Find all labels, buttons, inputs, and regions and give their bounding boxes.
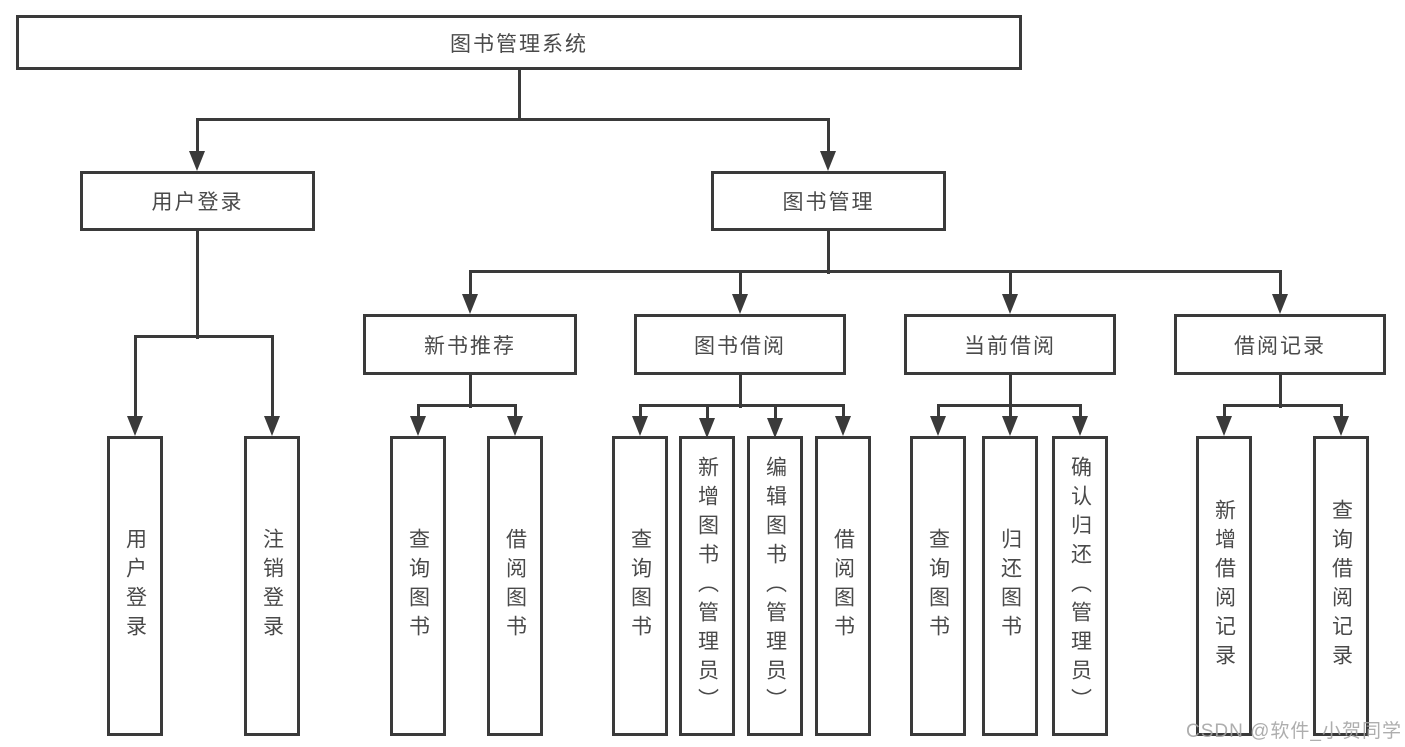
- node-book-borrowing: 图书借阅: [634, 314, 846, 375]
- leaf-label: 注销登录: [260, 528, 284, 644]
- leaf-label: 新增图书（管理员）: [695, 455, 719, 717]
- arrowhead-down-icon: [767, 418, 783, 438]
- leaf-label: 归还图书: [998, 528, 1022, 644]
- connector-rail: [195, 117, 830, 121]
- connector-arrow-shaft: [133, 336, 137, 417]
- connector-stem: [1008, 375, 1012, 408]
- connector-arrow-shaft: [195, 119, 199, 152]
- connector-arrow-shaft: [705, 405, 709, 419]
- connector-stem: [738, 375, 742, 408]
- node-current-borrowing: 当前借阅: [904, 314, 1116, 375]
- connector-arrow-shaft: [638, 405, 642, 417]
- leaf-return-books: 归还图书: [982, 436, 1038, 736]
- connector-arrow-shaft: [773, 405, 777, 419]
- csdn-watermark: CSDN @软件_小贺同学: [1186, 721, 1402, 742]
- node-new-book-recommendation: 新书推荐: [363, 314, 577, 375]
- node-label: 图书借阅: [694, 334, 786, 358]
- connector-arrow-shaft: [841, 405, 845, 417]
- leaf-user-login: 用户登录: [107, 436, 163, 736]
- leaf-label: 查询图书: [628, 528, 652, 644]
- connector-stem: [1278, 375, 1282, 408]
- leaf-confirm-return-admin: 确认归还（管理员）: [1052, 436, 1108, 736]
- connector-arrow-shaft: [270, 336, 274, 417]
- connector-stem: [517, 70, 521, 121]
- arrowhead-down-icon: [1072, 416, 1088, 436]
- connector-rail: [133, 334, 274, 338]
- arrowhead-down-icon: [1002, 416, 1018, 436]
- leaf-add-borrow-record: 新增借阅记录: [1196, 436, 1252, 736]
- connector-arrow-shaft: [936, 405, 940, 417]
- leaf-label: 借阅图书: [831, 528, 855, 644]
- connector-arrow-shaft: [826, 119, 830, 152]
- arrowhead-down-icon: [1002, 294, 1018, 314]
- arrowhead-down-icon: [127, 416, 143, 436]
- leaf-edit-books-admin: 编辑图书（管理员）: [747, 436, 803, 736]
- connector-arrow-shaft: [1222, 405, 1226, 417]
- leaf-query-books-borrowing: 查询图书: [612, 436, 668, 736]
- arrowhead-down-icon: [632, 416, 648, 436]
- leaf-label: 编辑图书（管理员）: [763, 455, 787, 717]
- arrowhead-down-icon: [930, 416, 946, 436]
- arrowhead-down-icon: [1333, 416, 1349, 436]
- arrowhead-down-icon: [189, 151, 205, 171]
- leaf-label: 查询图书: [926, 528, 950, 644]
- leaf-add-books-admin: 新增图书（管理员）: [679, 436, 735, 736]
- connector-arrow-shaft: [1008, 405, 1012, 417]
- leaf-query-books-recommend: 查询图书: [390, 436, 446, 736]
- connector-arrow-shaft: [1339, 405, 1343, 417]
- leaf-borrow-books-borrowing: 借阅图书: [815, 436, 871, 736]
- leaf-query-books-current: 查询图书: [910, 436, 966, 736]
- arrowhead-down-icon: [462, 294, 478, 314]
- node-label: 当前借阅: [964, 334, 1056, 358]
- connector-stem: [826, 231, 830, 274]
- connector-arrow-shaft: [416, 405, 420, 417]
- leaf-label: 查询图书: [406, 528, 430, 644]
- node-label: 新书推荐: [424, 334, 516, 358]
- connector-arrow-shaft: [738, 271, 742, 295]
- node-label: 图书管理: [782, 191, 875, 214]
- arrowhead-down-icon: [264, 416, 280, 436]
- node-book-management: 图书管理: [711, 171, 946, 231]
- connector-arrow-shaft: [468, 271, 472, 295]
- node-library-management-system: 图书管理系统: [16, 15, 1022, 70]
- connector-rail: [468, 269, 1282, 273]
- leaf-label: 查询借阅记录: [1329, 499, 1353, 673]
- node-user-login: 用户登录: [80, 171, 315, 231]
- connector-rail: [416, 403, 517, 407]
- connector-stem: [468, 375, 472, 408]
- connector-stem: [195, 231, 199, 339]
- connector-arrow-shaft: [1078, 405, 1082, 417]
- connector-arrow-shaft: [513, 405, 517, 417]
- node-label: 图书管理系统: [450, 32, 588, 56]
- leaf-label: 借阅图书: [503, 528, 527, 644]
- leaf-label: 用户登录: [123, 528, 147, 644]
- leaf-label: 确认归还（管理员）: [1068, 455, 1092, 717]
- arrowhead-down-icon: [835, 416, 851, 436]
- node-borrowing-records: 借阅记录: [1174, 314, 1386, 375]
- arrowhead-down-icon: [507, 416, 523, 436]
- arrowhead-down-icon: [732, 294, 748, 314]
- node-label: 借阅记录: [1234, 334, 1326, 358]
- leaf-logout-login: 注销登录: [244, 436, 300, 736]
- connector-arrow-shaft: [1008, 271, 1012, 295]
- node-label: 用户登录: [151, 191, 244, 214]
- leaf-label: 新增借阅记录: [1212, 499, 1236, 673]
- connector-arrow-shaft: [1278, 271, 1282, 295]
- arrowhead-down-icon: [1216, 416, 1232, 436]
- connector-rail: [1222, 403, 1343, 407]
- leaf-borrow-books-recommend: 借阅图书: [487, 436, 543, 736]
- arrowhead-down-icon: [1272, 294, 1288, 314]
- arrowhead-down-icon: [820, 151, 836, 171]
- arrowhead-down-icon: [410, 416, 426, 436]
- leaf-query-borrow-record: 查询借阅记录: [1313, 436, 1369, 736]
- arrowhead-down-icon: [699, 418, 715, 438]
- connector-rail: [638, 403, 845, 407]
